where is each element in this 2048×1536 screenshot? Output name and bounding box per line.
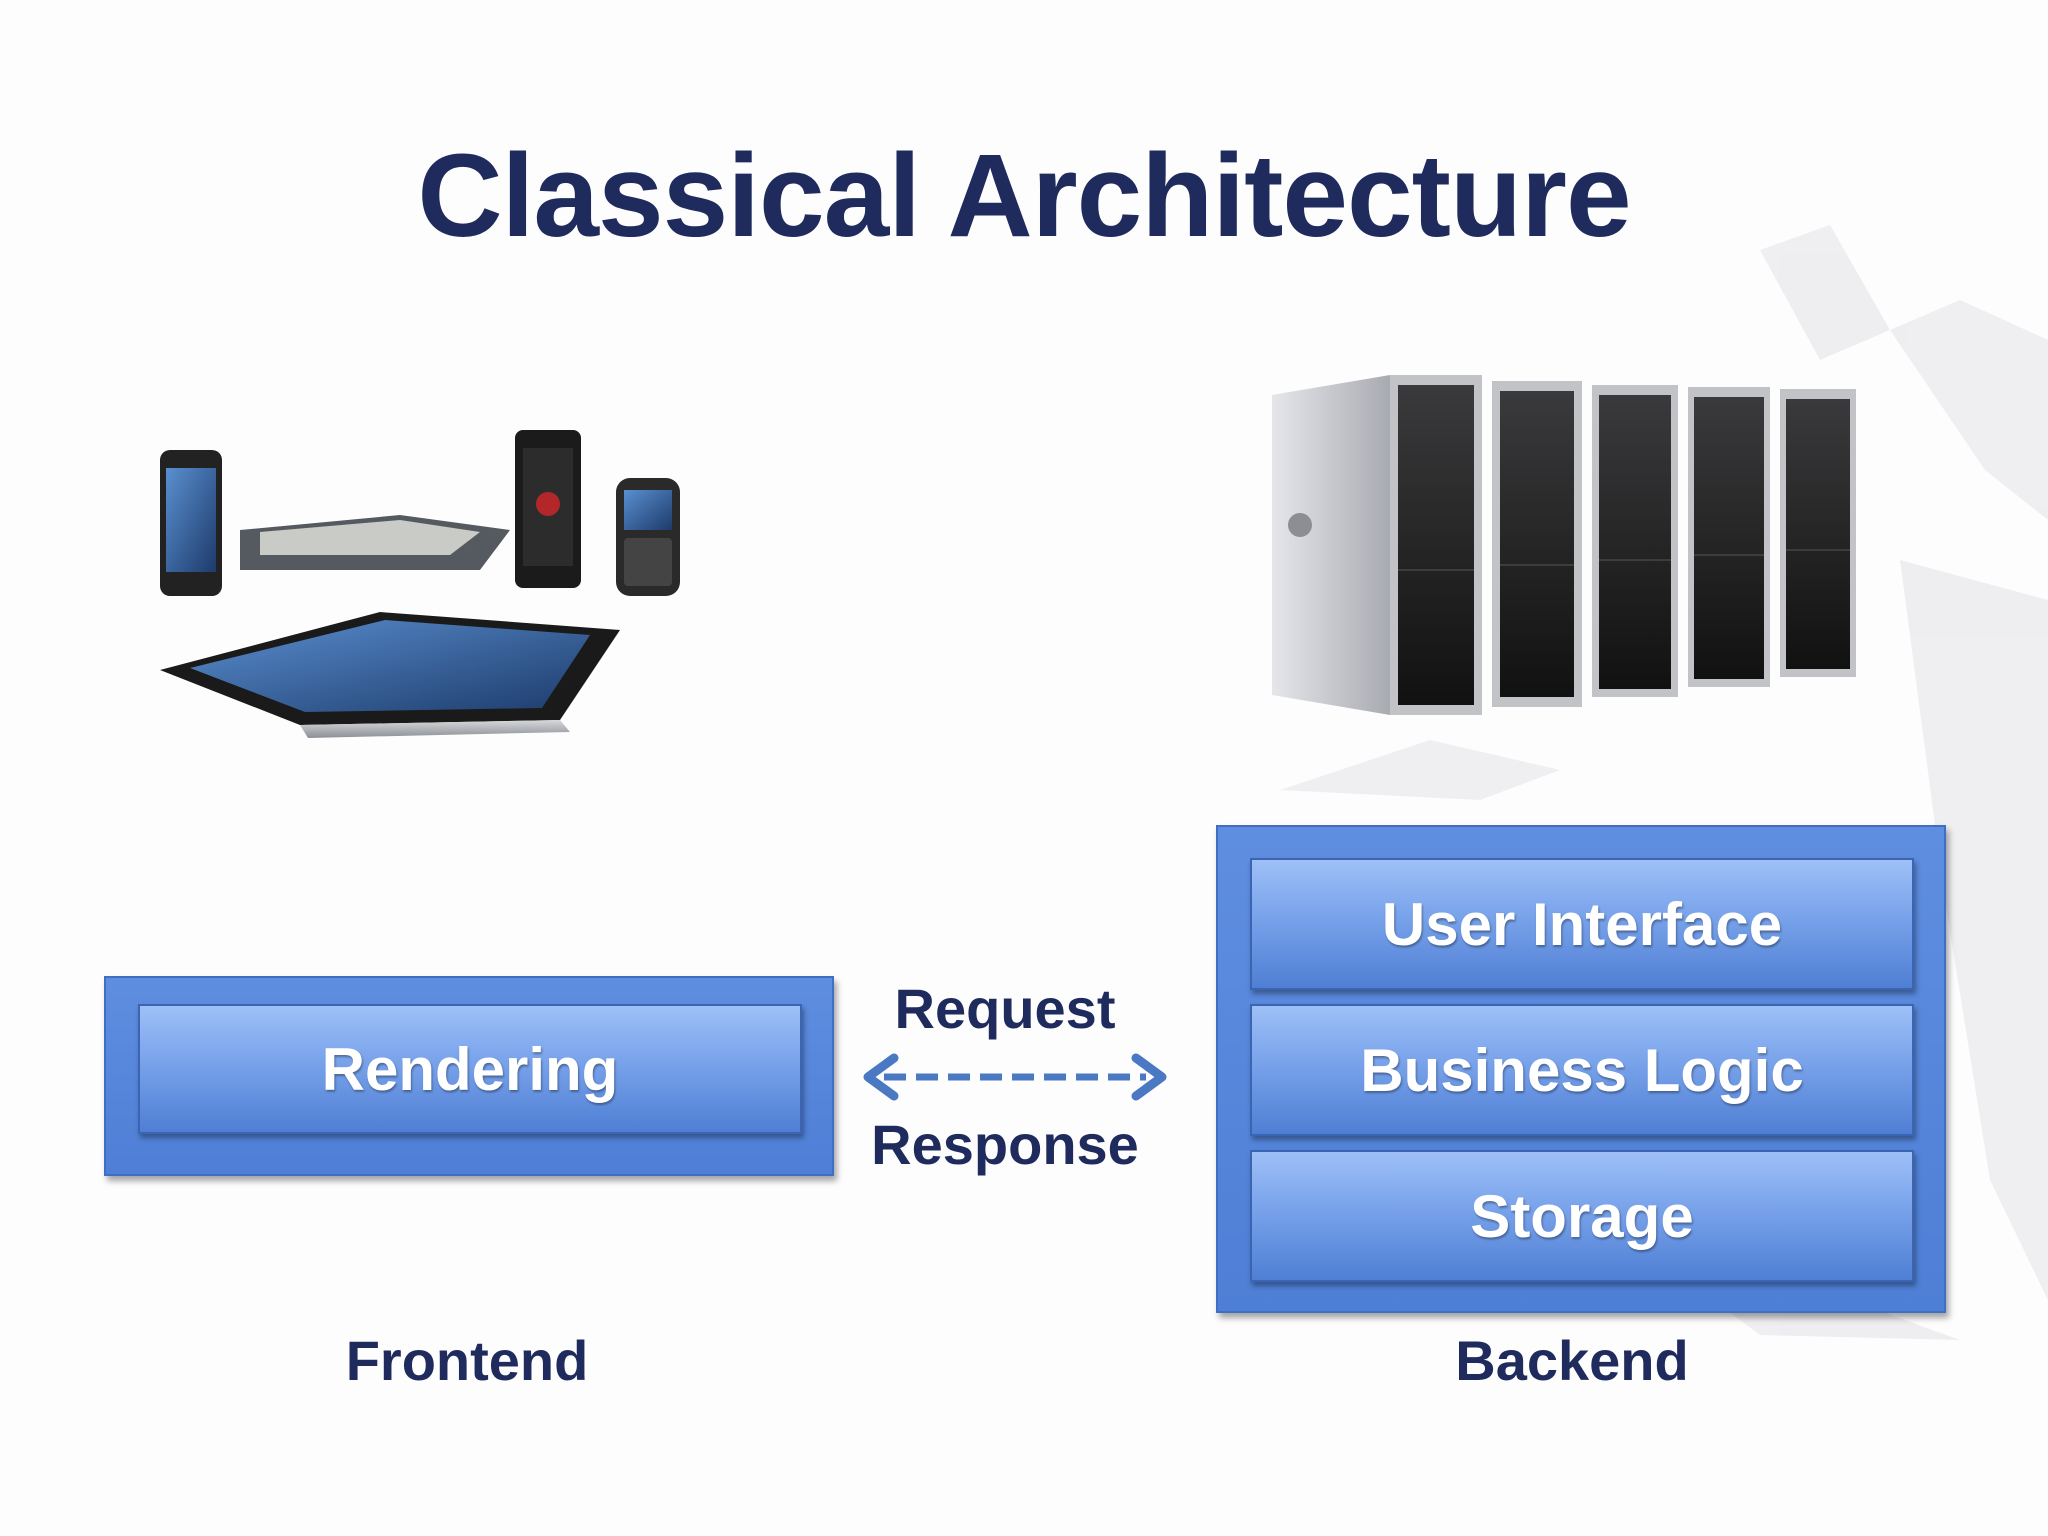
bidirectional-arrow-icon <box>863 1053 1167 1101</box>
frontend-caption: Frontend <box>345 1329 589 1392</box>
storage-layer: Storage <box>1250 1150 1914 1282</box>
mobile-devices-image <box>160 430 680 738</box>
server-rack-image <box>1272 375 1856 715</box>
request-label: Request <box>894 977 1116 1040</box>
backend-caption: Backend <box>1455 1329 1689 1392</box>
response-label: Response <box>871 1113 1139 1176</box>
backend-box: User Interface Business Logic Storage <box>1216 825 1946 1313</box>
rendering-layer: Rendering <box>138 1004 802 1134</box>
user-interface-layer: User Interface <box>1250 858 1914 990</box>
slide-title: Classical Architecture <box>417 130 1631 262</box>
frontend-box: Rendering <box>104 976 834 1176</box>
business-logic-layer: Business Logic <box>1250 1004 1914 1136</box>
